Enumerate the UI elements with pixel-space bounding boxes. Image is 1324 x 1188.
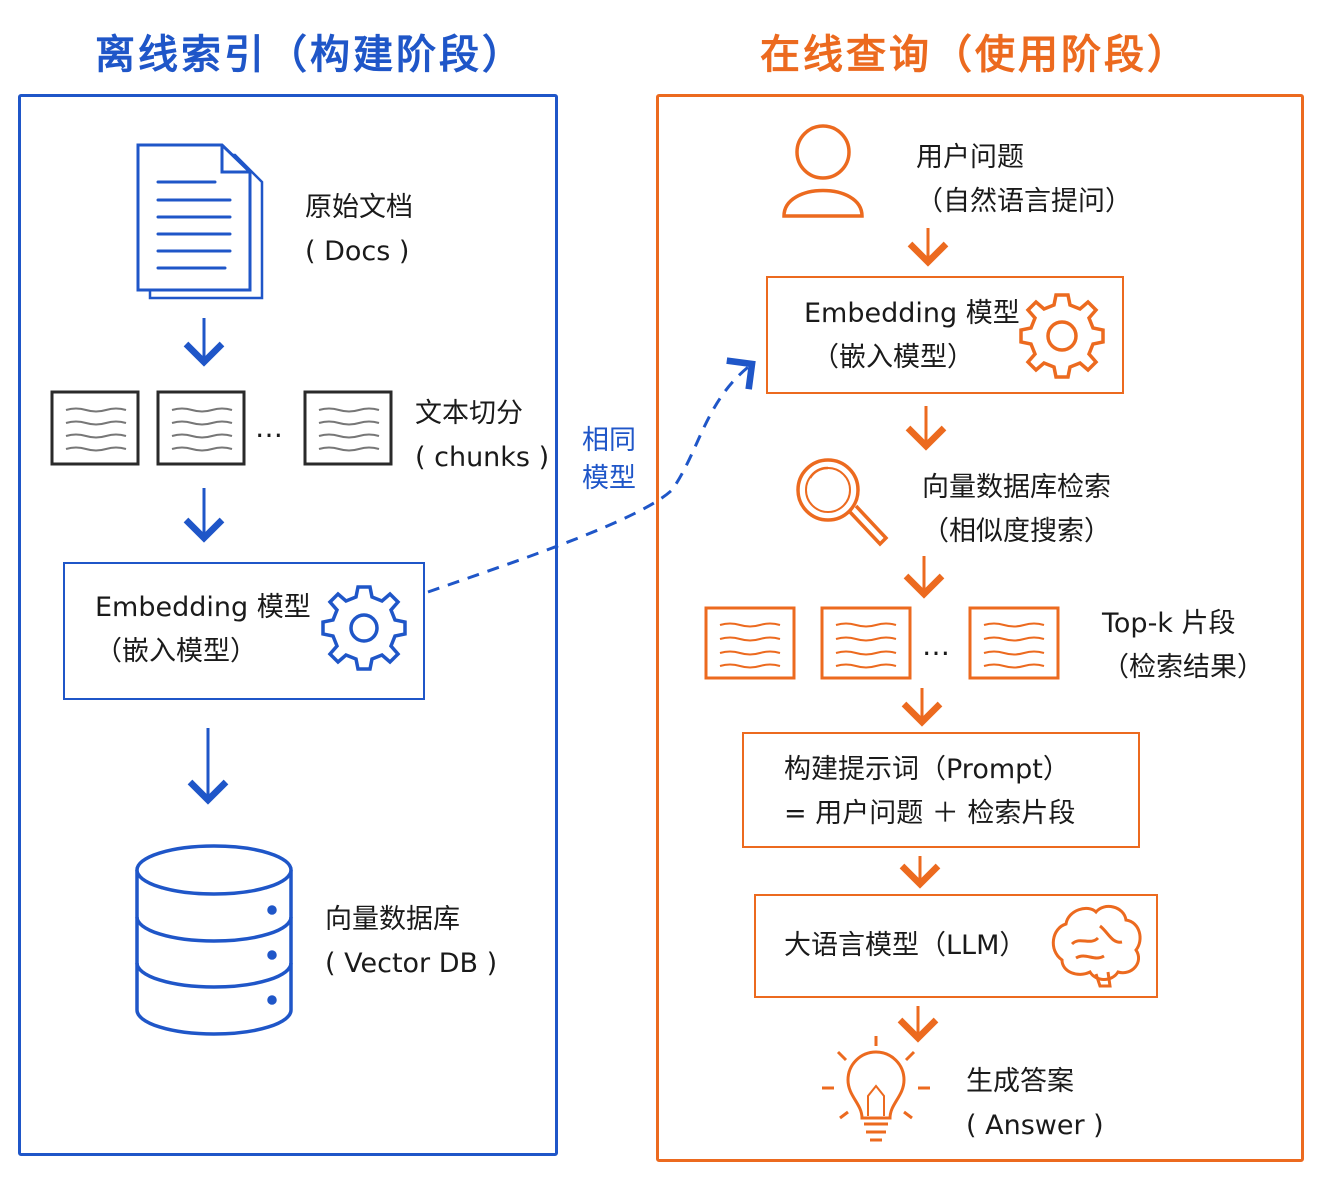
offline-embedding-box: Embedding 模型 （嵌入模型） — [63, 562, 425, 700]
docs-label: 原始文档 ( Docs ) — [305, 186, 413, 274]
answer-title: 生成答案 — [966, 1066, 1074, 1097]
same-model-line1: 相同 — [582, 425, 636, 456]
same-model-label: 相同 模型 — [582, 422, 636, 498]
online-embedding-subtitle: （嵌入模型） — [812, 342, 974, 373]
brain-icon — [1051, 904, 1142, 988]
document-icon — [136, 143, 264, 300]
chunks-subtitle: ( chunks ) — [415, 442, 550, 473]
chunks-label: 文本切分 ( chunks ) — [415, 392, 549, 480]
prompt-box: 构建提示词（Prompt） = 用户问题 ＋ 检索片段 — [742, 732, 1140, 848]
question-label: 用户问题 （自然语言提问） — [916, 136, 1132, 224]
search-subtitle: （相似度搜索） — [922, 516, 1111, 547]
gear-icon — [1019, 293, 1105, 379]
offline-embedding-subtitle: （嵌入模型） — [95, 636, 257, 667]
search-label: 向量数据库检索 （相似度搜索） — [922, 466, 1111, 554]
search-title: 向量数据库检索 — [922, 472, 1111, 503]
vectordb-label: 向量数据库 ( Vector DB ) — [325, 898, 497, 986]
online-embedding-box: Embedding 模型 （嵌入模型） — [766, 276, 1124, 394]
chunks-title: 文本切分 — [415, 398, 523, 429]
database-icon — [135, 844, 293, 1036]
lightbulb-icon — [822, 1036, 930, 1142]
topk-label: Top-k 片段 （检索结果） — [1102, 602, 1264, 690]
question-subtitle: （自然语言提问） — [916, 186, 1132, 217]
offline-title: 离线索引（构建阶段） — [95, 32, 525, 78]
magnifier-icon — [796, 458, 889, 547]
text-chunk-icon — [50, 390, 393, 466]
docs-subtitle: ( Docs ) — [305, 236, 410, 267]
offline-panel — [18, 94, 558, 1156]
same-model-line2: 模型 — [582, 463, 636, 494]
vectordb-subtitle: ( Vector DB ) — [325, 948, 498, 979]
topk-subtitle: （检索结果） — [1102, 652, 1264, 683]
text-chunk-icon — [704, 606, 1060, 680]
llm-title: 大语言模型（LLM） — [784, 930, 1027, 961]
topk-title: Top-k 片段 — [1102, 608, 1236, 639]
offline-embedding-title: Embedding 模型 — [95, 592, 311, 623]
online-embedding-title: Embedding 模型 — [804, 298, 1020, 329]
online-panel — [656, 94, 1304, 1162]
docs-title: 原始文档 — [305, 192, 413, 223]
same-model-connector — [427, 357, 756, 594]
user-icon — [782, 124, 864, 218]
vectordb-title: 向量数据库 — [325, 904, 460, 935]
answer-label: 生成答案 ( Answer ) — [966, 1060, 1104, 1148]
gear-icon — [321, 585, 407, 671]
online-title: 在线查询（使用阶段） — [760, 32, 1190, 78]
llm-box: 大语言模型（LLM） — [754, 894, 1158, 998]
chunks-ellipsis: … — [255, 411, 283, 444]
question-title: 用户问题 — [916, 142, 1024, 173]
prompt-subtitle: = 用户问题 ＋ 检索片段 — [784, 798, 1076, 829]
topk-ellipsis: … — [922, 629, 950, 662]
answer-subtitle: ( Answer ) — [966, 1110, 1104, 1141]
prompt-title: 构建提示词（Prompt） — [784, 754, 1070, 785]
